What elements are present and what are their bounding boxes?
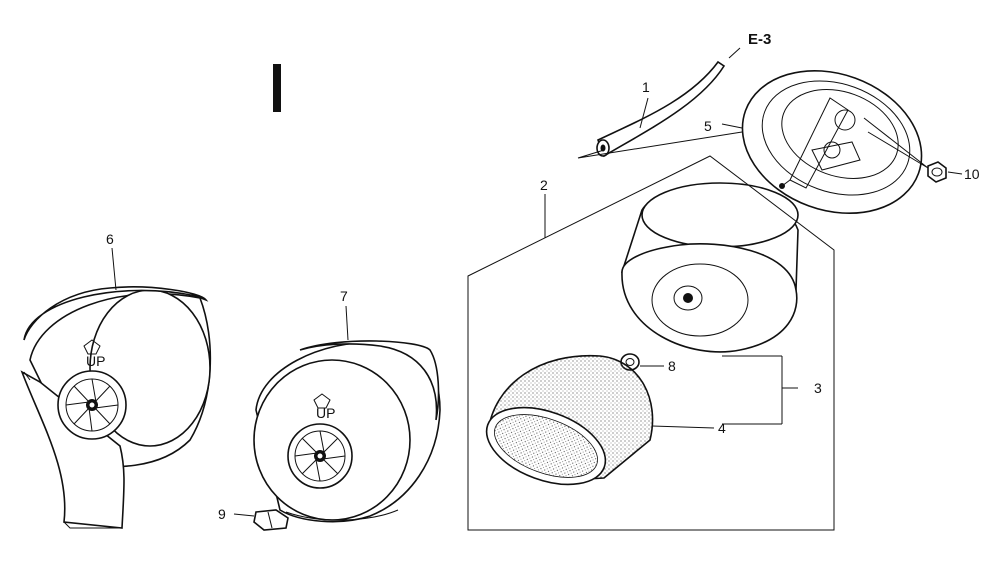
leader-1-5-fan xyxy=(577,131,743,159)
cover-with-duct: UP xyxy=(20,286,212,529)
leader-10 xyxy=(863,117,963,175)
callout-7: 7 xyxy=(340,288,348,304)
up-mark-7: UP xyxy=(316,405,335,421)
section-mark xyxy=(273,64,281,112)
leader-1 xyxy=(639,97,649,129)
callout-1: 1 xyxy=(642,79,650,95)
leader-6 xyxy=(111,247,117,291)
leader-9 xyxy=(233,513,255,517)
leader-7 xyxy=(345,305,349,341)
reference-leader xyxy=(728,47,741,59)
callout-6: 6 xyxy=(106,231,114,247)
air-cleaner-case xyxy=(741,69,923,215)
leader-3 xyxy=(722,355,798,425)
air-cleaner-cover: UP xyxy=(253,340,441,523)
nut-part xyxy=(927,161,947,183)
callout-3: 3 xyxy=(814,380,822,396)
filter-element xyxy=(620,182,799,353)
callout-2: 2 xyxy=(540,177,548,193)
callout-9: 9 xyxy=(218,506,226,522)
assembly-bracket xyxy=(467,155,835,531)
callout-4: 4 xyxy=(718,420,726,436)
clip-part xyxy=(253,509,289,531)
callout-8: 8 xyxy=(668,358,676,374)
callout-5: 5 xyxy=(704,118,712,134)
foam-filter xyxy=(485,354,654,486)
leader-5 xyxy=(721,123,743,129)
leader-4 xyxy=(651,425,715,429)
up-mark-6: UP xyxy=(86,353,105,369)
tube-part xyxy=(596,60,726,158)
callout-10: 10 xyxy=(964,166,980,182)
reference-label: E-3 xyxy=(748,31,771,48)
